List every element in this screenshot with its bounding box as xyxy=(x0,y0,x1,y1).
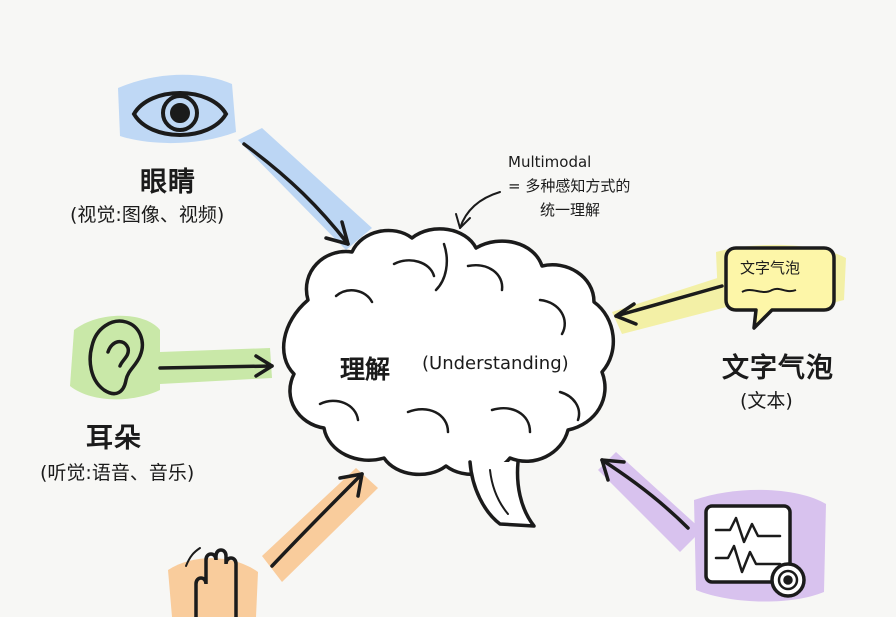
ear-title: 耳朵 xyxy=(86,423,142,454)
ear-subtitle: (听觉:语音、音乐) xyxy=(40,462,195,484)
eye-arrow xyxy=(242,142,350,246)
note-line-1: Multimodal xyxy=(508,153,592,171)
signal-monitor-icon xyxy=(704,504,806,598)
speech-bubble-text: 文字气泡 xyxy=(740,259,801,277)
brain-icon xyxy=(281,227,616,528)
speech-bubble-icon xyxy=(724,246,836,330)
signal-arrow xyxy=(600,458,690,530)
center-subtitle: (Understanding) xyxy=(422,353,569,374)
note-arrow xyxy=(455,191,501,229)
text-title: 文字气泡 xyxy=(722,353,834,384)
note-line-2: = 多种感知方式的 xyxy=(508,177,631,195)
eye-title: 眼睛 xyxy=(140,167,196,198)
eye-icon xyxy=(131,91,229,137)
text-arrow xyxy=(614,284,724,326)
text-subtitle: (文本) xyxy=(740,390,793,412)
center-title: 理解 xyxy=(340,355,391,384)
eye-subtitle: (视觉:图像、视频) xyxy=(70,204,225,226)
note-line-3: 统一理解 xyxy=(540,201,601,219)
hand-icon xyxy=(185,547,238,617)
hand-arrow xyxy=(270,472,364,568)
ear-icon xyxy=(88,319,145,396)
ear-arrow xyxy=(158,354,274,378)
